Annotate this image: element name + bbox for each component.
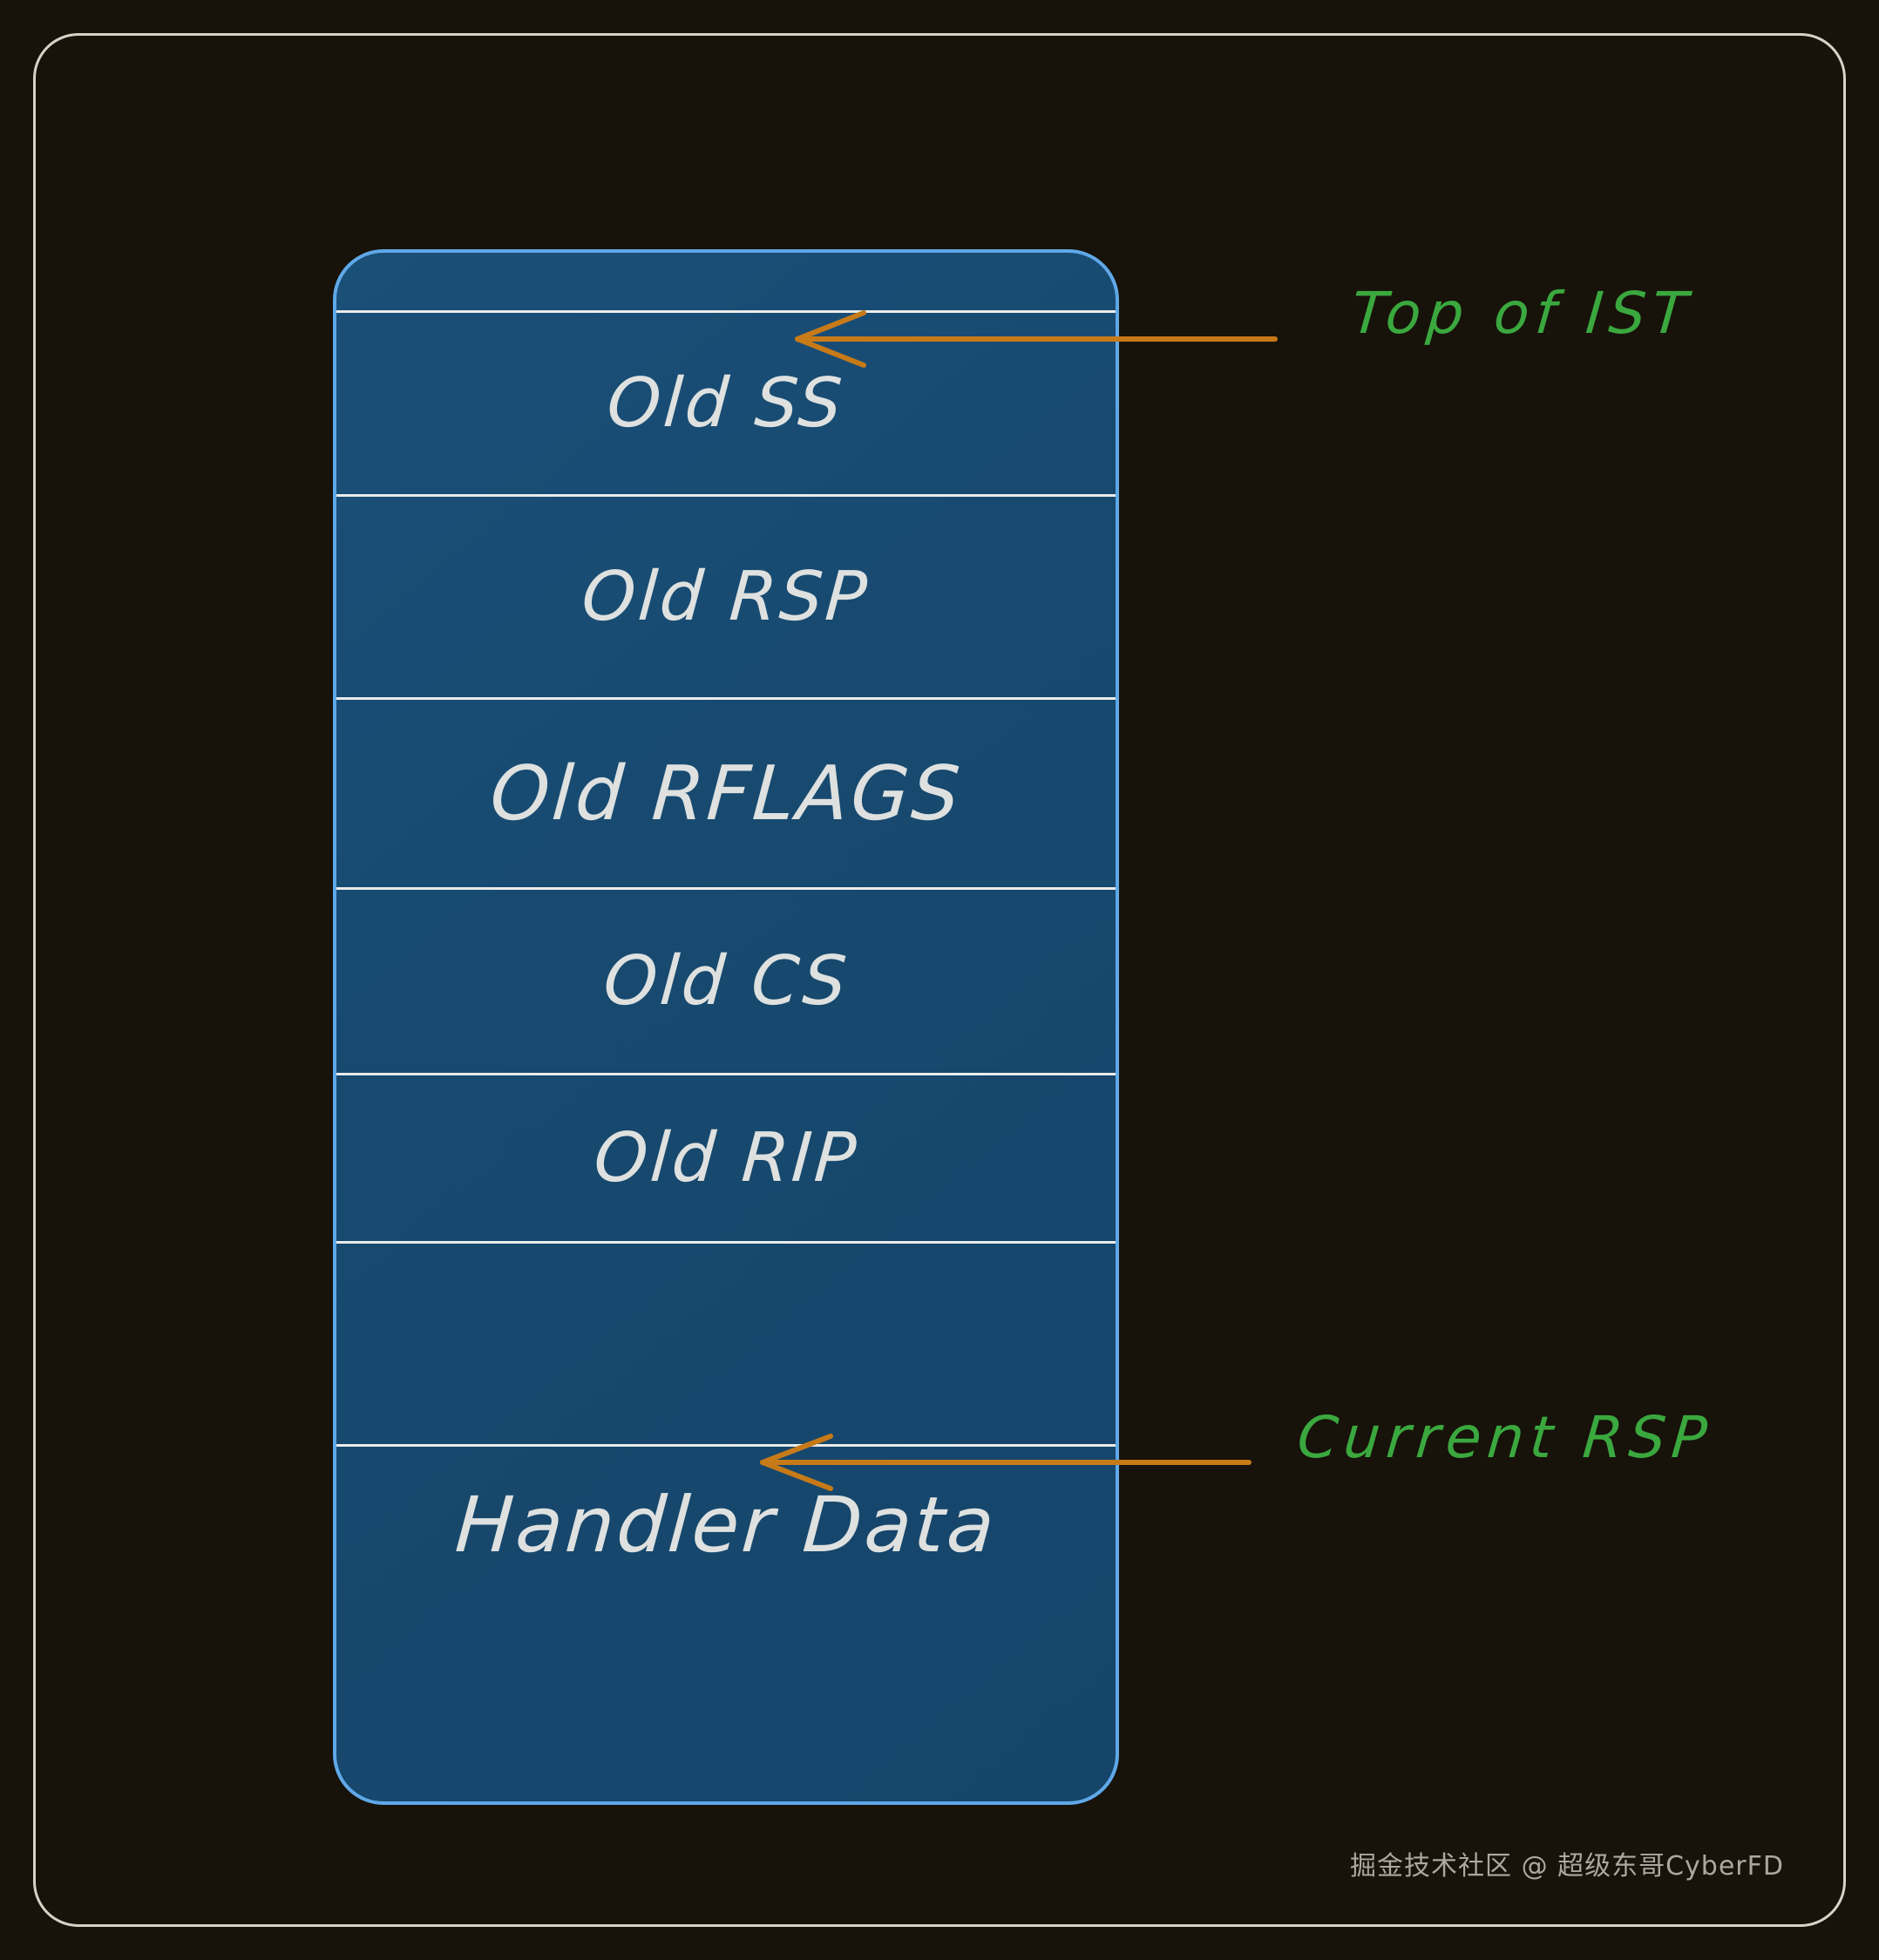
stack-divider [336, 1444, 1116, 1447]
current-rsp-label: Current RSP [1294, 1404, 1716, 1471]
stack-cell-old-rip: Old RIP [336, 1075, 1116, 1241]
stack-cell-label: Old RIP [591, 1119, 861, 1197]
stack-cell-old-rsp: Old RSP [336, 497, 1116, 697]
canvas-frame: Old SS Old RSP Old RFLAGS Old CS Old RIP… [33, 33, 1846, 1927]
stack-divider [336, 494, 1116, 497]
stack-cell-label: Old RSP [580, 558, 872, 636]
stack-cell-old-cs: Old CS [336, 890, 1116, 1073]
stack-cell-label: Old RFLAGS [487, 749, 965, 838]
stack-cell-handler-data: Handler Data [336, 1447, 1116, 1801]
stack-divider [336, 887, 1116, 890]
stack-divider [336, 310, 1116, 313]
watermark: 掘金技术社区 @ 超级东哥CyberFD [1350, 1851, 1784, 1882]
stack-divider [336, 1241, 1116, 1244]
stack-cell-label: Old SS [605, 364, 847, 443]
stack-cell-top-gap [336, 253, 1116, 310]
stack-cell-old-ss: Old SS [336, 313, 1116, 494]
top-of-ist-label: Top of IST [1348, 280, 1697, 347]
stack-cell-label: Handler Data [452, 1480, 1000, 1570]
stack-cell-current-rsp-gap [336, 1244, 1116, 1444]
stack-divider [336, 697, 1116, 700]
stack-cell-label: Old CS [600, 942, 851, 1021]
ist-stack-box: Old SS Old RSP Old RFLAGS Old CS Old RIP… [333, 249, 1119, 1805]
stack-divider [336, 1073, 1116, 1075]
stack-cell-old-rflags: Old RFLAGS [336, 700, 1116, 887]
